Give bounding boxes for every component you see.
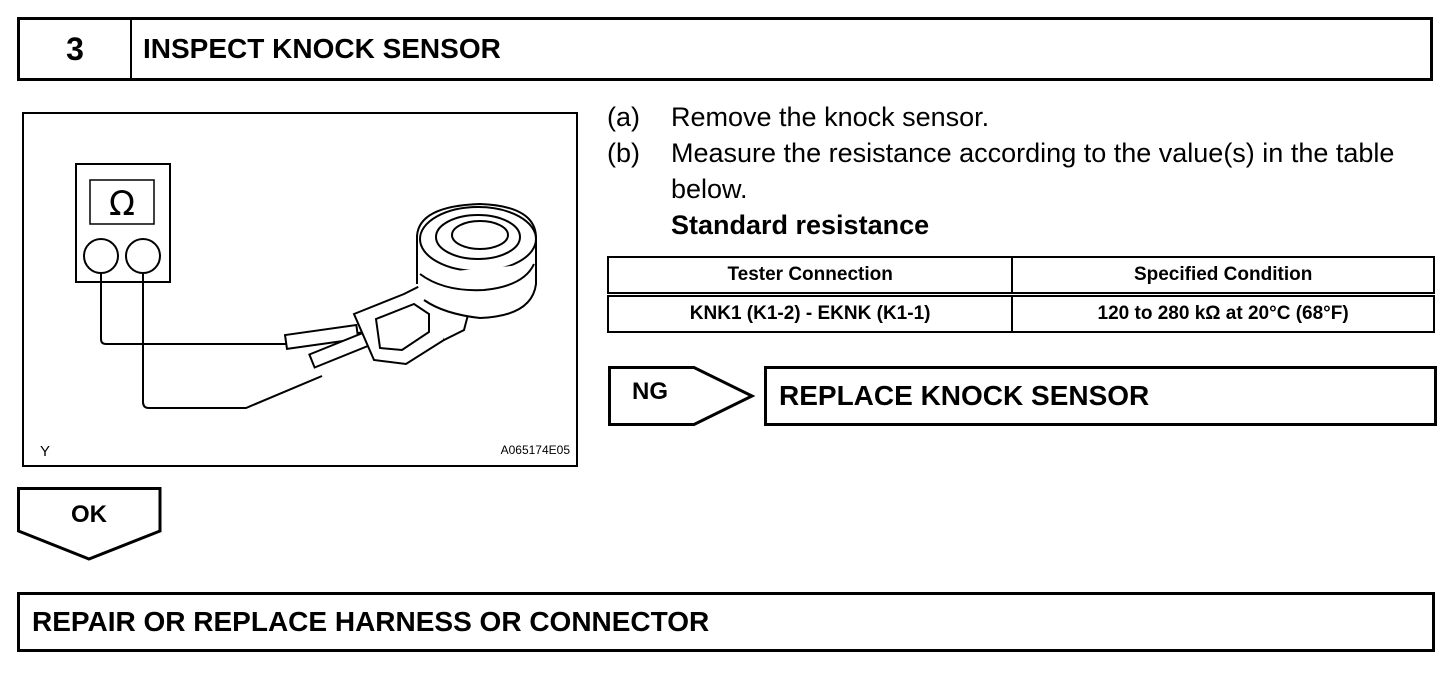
ok-action-box: REPAIR OR REPLACE HARNESS OR CONNECTOR: [17, 592, 1435, 652]
table-row: KNK1 (K1-2) - EKNK (K1-1) 120 to 280 kΩ …: [606, 293, 1435, 333]
illustration-figure: Ω Y A065174E05: [22, 112, 578, 467]
figure-corner-label: Y: [40, 443, 50, 460]
table-header-row: Tester Connection Specified Condition: [606, 256, 1435, 297]
figure-code: A065174E05: [501, 443, 571, 457]
ng-arrow-icon: [608, 366, 756, 426]
ng-action-box: REPLACE KNOCK SENSOR: [764, 366, 1437, 426]
instruction-steps: (a) Remove the knock sensor. (b) Measure…: [607, 99, 1437, 243]
step-title: INSPECT KNOCK SENSOR: [143, 33, 501, 64]
ok-branch: OK: [17, 487, 163, 566]
knock-sensor-icon: [352, 202, 537, 366]
instruction-text: Remove the knock sensor.: [671, 102, 990, 132]
ohm-symbol: Ω: [109, 184, 135, 224]
step-number: 3: [20, 20, 132, 78]
column-header: Tester Connection: [606, 256, 1014, 297]
resistance-table: Tester Connection Specified Condition KN…: [606, 256, 1435, 333]
standard-resistance-label: Standard resistance: [671, 210, 930, 240]
table-cell: 120 to 280 kΩ at 20°C (68°F): [1011, 293, 1435, 333]
ng-label: NG: [632, 378, 668, 405]
instruction-letter: (a): [607, 102, 640, 132]
instruction-item: (b) Measure the resistance according to …: [607, 135, 1437, 207]
knock-sensor-illustration: Ω Y A065174E05: [40, 163, 571, 460]
ok-arrow-icon: [17, 487, 162, 561]
table-cell: KNK1 (K1-2) - EKNK (K1-1): [606, 293, 1014, 333]
step-header: 3 INSPECT KNOCK SENSOR: [17, 17, 1433, 81]
instruction-text: Measure the resistance according to the …: [671, 138, 1395, 204]
ng-branch: NG: [608, 366, 758, 431]
column-header: Specified Condition: [1011, 256, 1435, 297]
instruction-letter: (b): [607, 138, 640, 168]
ok-label: OK: [71, 501, 107, 528]
instruction-item: (a) Remove the knock sensor.: [607, 99, 1437, 135]
